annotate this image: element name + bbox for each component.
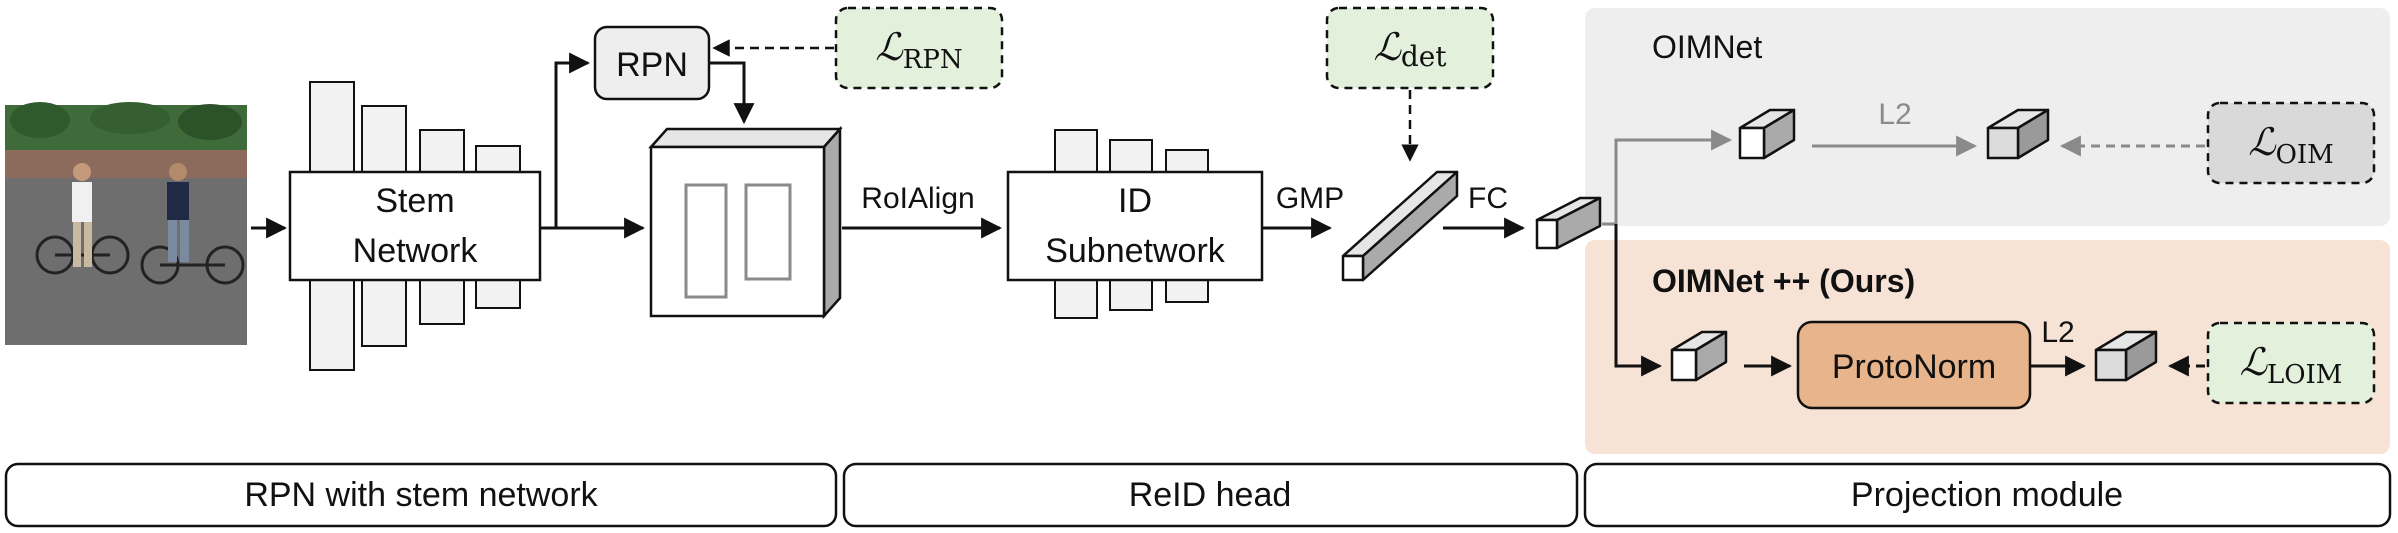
- pooled-feature-bar: [1341, 170, 1459, 282]
- section-rpn-stem: [4, 462, 838, 528]
- stem-network-box: [288, 170, 542, 282]
- roialign-label: RoIAlign: [861, 182, 974, 215]
- oimnetpp-cube-2: [2094, 330, 2158, 382]
- loss-oim-label: ℒOIM: [2248, 120, 2334, 170]
- oimnet-title: OIMNet: [1652, 29, 1762, 65]
- oimnetpp-l2-label: L2: [2041, 316, 2074, 349]
- loss-rpn-box: [834, 6, 1004, 90]
- section-projection-label: Projection module: [1851, 476, 2123, 514]
- fc-output-cube: [1535, 196, 1602, 250]
- branch-to-oimnet: [1602, 129, 1733, 226]
- roi-region-1: [684, 183, 728, 299]
- oimnet-cube-1: [1738, 108, 1796, 160]
- loss-det-label: ℒdet: [1373, 25, 1447, 73]
- stem-label-line2: Network: [353, 232, 479, 270]
- loss-det-box: [1325, 6, 1495, 90]
- oimnet-panel: [1585, 8, 2390, 226]
- input-image: [5, 102, 247, 345]
- id-subnet-line1: ID: [1118, 182, 1152, 220]
- rpn-label: RPN: [616, 46, 688, 84]
- id-subnet-box: [1006, 170, 1264, 282]
- section-reid-head-label: ReID head: [1129, 476, 1292, 514]
- gmp-label: GMP: [1276, 182, 1344, 215]
- section-reid-head: [842, 462, 1579, 528]
- protonorm-label: ProtoNorm: [1832, 348, 1996, 386]
- loss-loim-label: ℒLOIM: [2240, 340, 2343, 390]
- id-subnet-line2: Subnetwork: [1045, 232, 1226, 270]
- stem-label-line1: Stem: [375, 182, 454, 220]
- loss-rpn-label: ℒRPN: [875, 25, 962, 75]
- arrow-stem-to-rpn: [554, 52, 591, 228]
- section-projection: [1583, 462, 2392, 528]
- arrow-rpn-to-features: [709, 61, 755, 125]
- loss-loim-box: [2206, 321, 2376, 405]
- fc-label: FC: [1468, 182, 1508, 215]
- oimnet-cube-2: [1986, 108, 2050, 160]
- branch-to-oimnetpp: [1614, 224, 1663, 377]
- oimnet-l2-label: L2: [1878, 98, 1911, 131]
- roi-feature-cube: [648, 125, 843, 320]
- oimnetpp-cube-1: [1670, 330, 1728, 382]
- roi-region-2: [744, 183, 792, 281]
- loss-oim-box: [2206, 101, 2376, 185]
- section-rpn-stem-label: RPN with stem network: [244, 476, 598, 514]
- oimnetpp-title: OIMNet ++ (Ours): [1652, 263, 1915, 299]
